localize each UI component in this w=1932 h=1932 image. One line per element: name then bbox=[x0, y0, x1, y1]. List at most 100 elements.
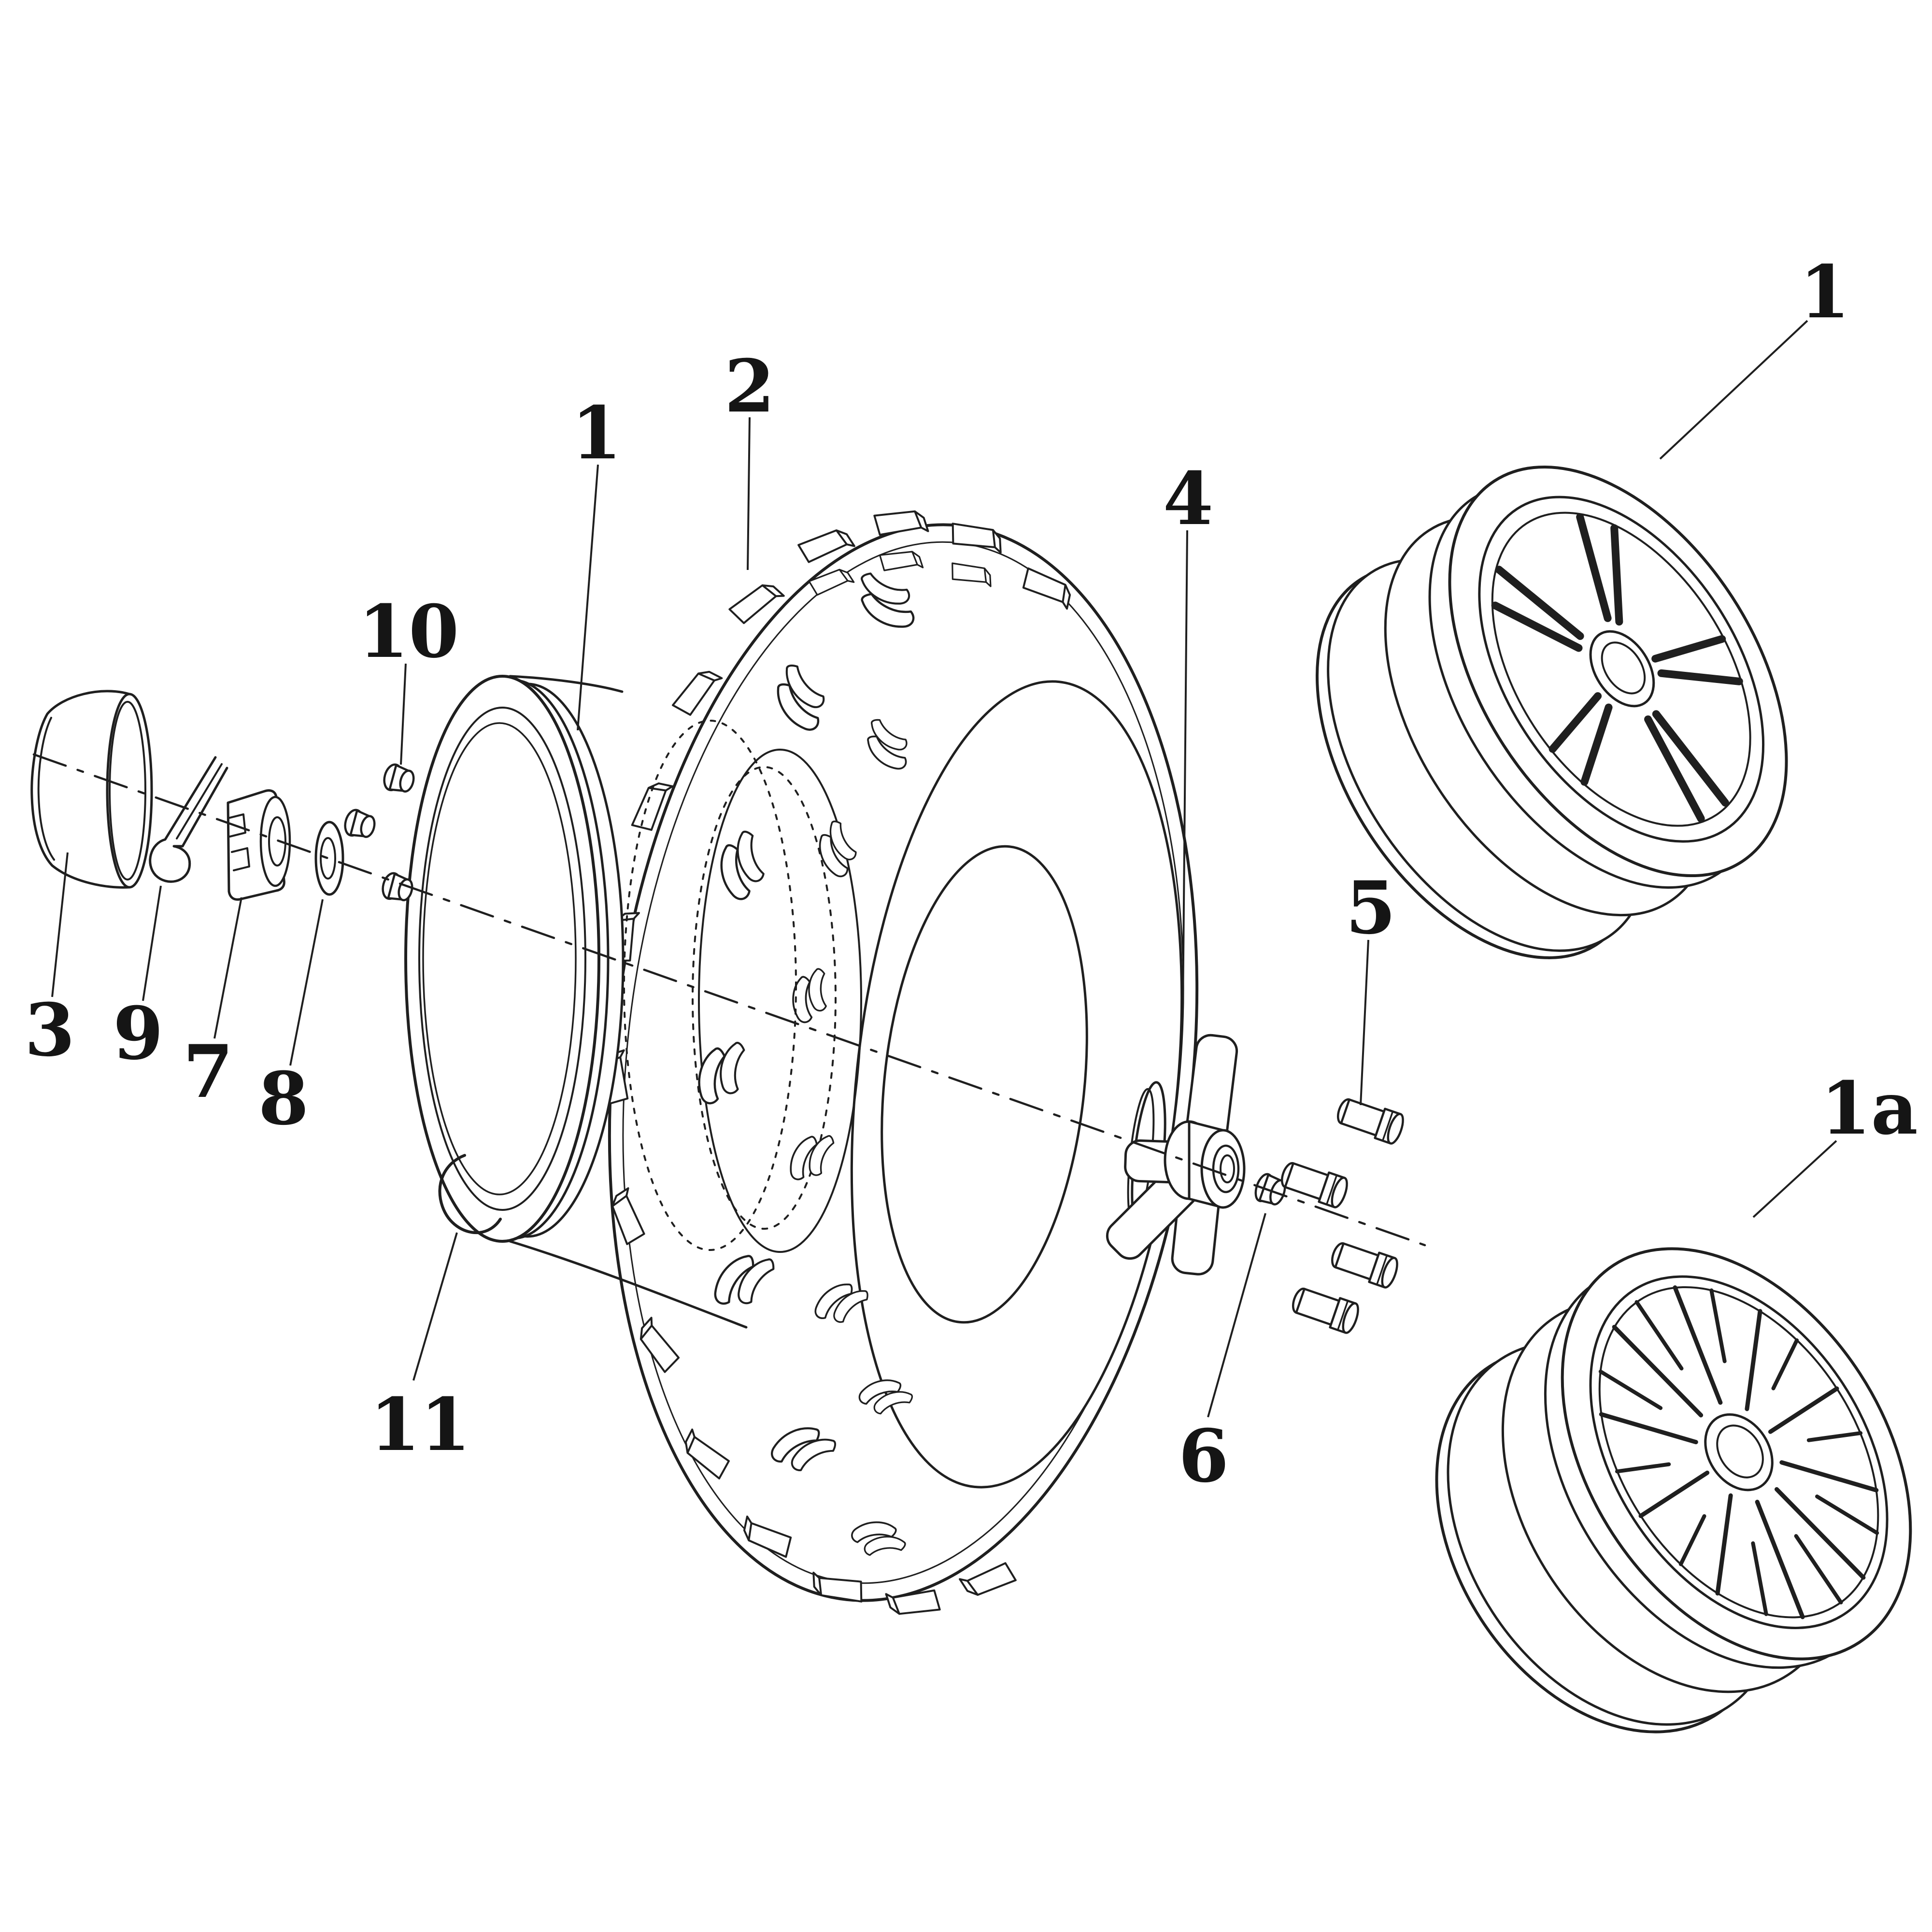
callout-label: 3 bbox=[25, 988, 75, 1073]
callout-leader bbox=[1360, 939, 1369, 1106]
spare-rim-1a-spoke bbox=[1779, 1460, 1879, 1492]
spare-rim-1a-spoke bbox=[1794, 1534, 1843, 1605]
wheel-bolt bbox=[1280, 1162, 1348, 1208]
cotter-pin bbox=[149, 756, 228, 883]
dust-cap-dome-inner bbox=[37, 717, 55, 861]
tire-bead-ring bbox=[698, 749, 862, 1253]
callout-label: 2 bbox=[724, 344, 775, 429]
lug-nut bbox=[344, 809, 376, 838]
callout-1: 1 bbox=[571, 391, 622, 731]
callout-leader bbox=[577, 464, 599, 731]
callout-label: 4 bbox=[1163, 456, 1213, 541]
spare-rim-1 bbox=[1315, 465, 1788, 959]
callout-1a: 1a bbox=[1752, 1066, 1918, 1218]
dust-cap-dome bbox=[30, 690, 131, 889]
rim-drum-bottom-edge bbox=[509, 1240, 748, 1329]
spare-rim-1a-spoke bbox=[1673, 1285, 1723, 1405]
spare-rim-1a-spoke bbox=[1599, 1412, 1698, 1445]
callout-leader bbox=[51, 852, 69, 997]
callout-leader bbox=[400, 663, 407, 765]
callout-leader bbox=[1659, 320, 1808, 460]
callout-7: 7 bbox=[183, 897, 242, 1114]
callout-leader bbox=[289, 899, 324, 1066]
callout-4: 4 bbox=[1163, 456, 1213, 1011]
dust-cap-face-inner bbox=[109, 701, 146, 881]
spare-rim-1a bbox=[1435, 1247, 1912, 1733]
spare-rim-1a-spoke bbox=[1815, 1494, 1879, 1535]
wheel-bolt bbox=[1336, 1098, 1404, 1145]
dust-cap-face bbox=[106, 693, 153, 889]
lug-nuts bbox=[344, 763, 415, 901]
callout-3: 3 bbox=[25, 852, 75, 1073]
spare-rim-1a-spoke bbox=[1678, 1514, 1706, 1566]
callout-leader bbox=[1207, 1213, 1266, 1418]
spare-rim-1-spoke bbox=[1652, 710, 1729, 807]
cotter-pin-body bbox=[149, 756, 228, 883]
callout-label: 1 bbox=[1800, 250, 1850, 335]
spare-rim-1-spoke bbox=[1644, 715, 1705, 823]
callout-label: 1 bbox=[571, 391, 622, 476]
washer bbox=[314, 821, 344, 896]
dust-cap bbox=[30, 690, 153, 889]
spare-rim-1a-spokes bbox=[1598, 1285, 1879, 1619]
spare-rim-1a-spoke bbox=[1634, 1300, 1684, 1371]
callout-leader bbox=[412, 1232, 458, 1381]
spare-rim-1a-spoke bbox=[1768, 1386, 1839, 1434]
spare-rim-1a-spoke bbox=[1771, 1338, 1799, 1391]
spare-rim-1a-spoke bbox=[1751, 1541, 1768, 1616]
spare-rim-1a-spoke bbox=[1745, 1309, 1762, 1411]
callout-label: 5 bbox=[1346, 866, 1396, 951]
spare-rim-1-spoke bbox=[1610, 524, 1623, 626]
lug-nut bbox=[383, 763, 415, 793]
spare-rim-1a-spoke bbox=[1755, 1500, 1805, 1619]
spare-rim-1a-spoke bbox=[1709, 1288, 1727, 1364]
spare-rim-1a-bore bbox=[1704, 1413, 1774, 1492]
wheel-bolt bbox=[1331, 1242, 1398, 1289]
callout-label: 9 bbox=[113, 991, 163, 1076]
rim-drum-seam bbox=[623, 720, 797, 1251]
callout-label: 10 bbox=[358, 589, 459, 674]
spare-rim-1-spoke bbox=[1495, 566, 1584, 640]
callout-1: 1 bbox=[1659, 250, 1850, 460]
cotter-pin-split bbox=[176, 763, 223, 839]
hub-bore bbox=[1212, 1144, 1240, 1193]
spare-rim-1a-spoke bbox=[1612, 1324, 1704, 1418]
callout-8: 8 bbox=[258, 899, 324, 1141]
castle-nut bbox=[227, 789, 291, 901]
balance-hook bbox=[438, 1154, 502, 1235]
spare-rim-1-spoke bbox=[1576, 513, 1612, 622]
rim-drum-top-edge bbox=[509, 675, 624, 693]
callout-label: 1a bbox=[1820, 1066, 1918, 1151]
rim-face-inner-2 bbox=[422, 722, 577, 1195]
callout-leader bbox=[142, 885, 162, 1001]
spare-rim-1-spoke bbox=[1657, 669, 1743, 685]
washer-outer bbox=[314, 821, 344, 896]
castle-nut-slots bbox=[227, 813, 250, 871]
spare-rim-1-spoke bbox=[1548, 692, 1602, 753]
callout-10: 10 bbox=[358, 589, 459, 765]
spare-rim-1-spoke bbox=[1580, 703, 1613, 786]
washer-inner bbox=[320, 837, 336, 880]
callout-label: 7 bbox=[183, 1029, 233, 1114]
spare-rim-1-spoke bbox=[1651, 635, 1726, 663]
callout-leader bbox=[747, 417, 751, 570]
hub-bore-inner bbox=[1220, 1154, 1235, 1183]
rim-face-inner-1 bbox=[418, 707, 586, 1211]
center-axis-line bbox=[32, 753, 1426, 1247]
spare-rim-1-bore bbox=[1589, 630, 1655, 708]
callout-leader bbox=[1182, 530, 1188, 1011]
rim-drum bbox=[404, 675, 797, 1329]
callout-11: 11 bbox=[370, 1232, 470, 1467]
tire bbox=[558, 495, 1199, 1630]
callout-6: 6 bbox=[1179, 1213, 1266, 1499]
wheel-bolt bbox=[1292, 1287, 1359, 1334]
spare-rim-1a-spoke bbox=[1715, 1493, 1733, 1596]
tire-sidewall-inner bbox=[881, 845, 1088, 1324]
callout-label: 6 bbox=[1179, 1414, 1229, 1499]
spare-rim-1-spokes bbox=[1491, 513, 1743, 823]
callout-leader bbox=[1752, 1140, 1837, 1218]
spare-rim-1a-spoke bbox=[1806, 1431, 1863, 1442]
rim-lip-1 bbox=[404, 675, 600, 1243]
hub bbox=[1106, 1034, 1246, 1276]
